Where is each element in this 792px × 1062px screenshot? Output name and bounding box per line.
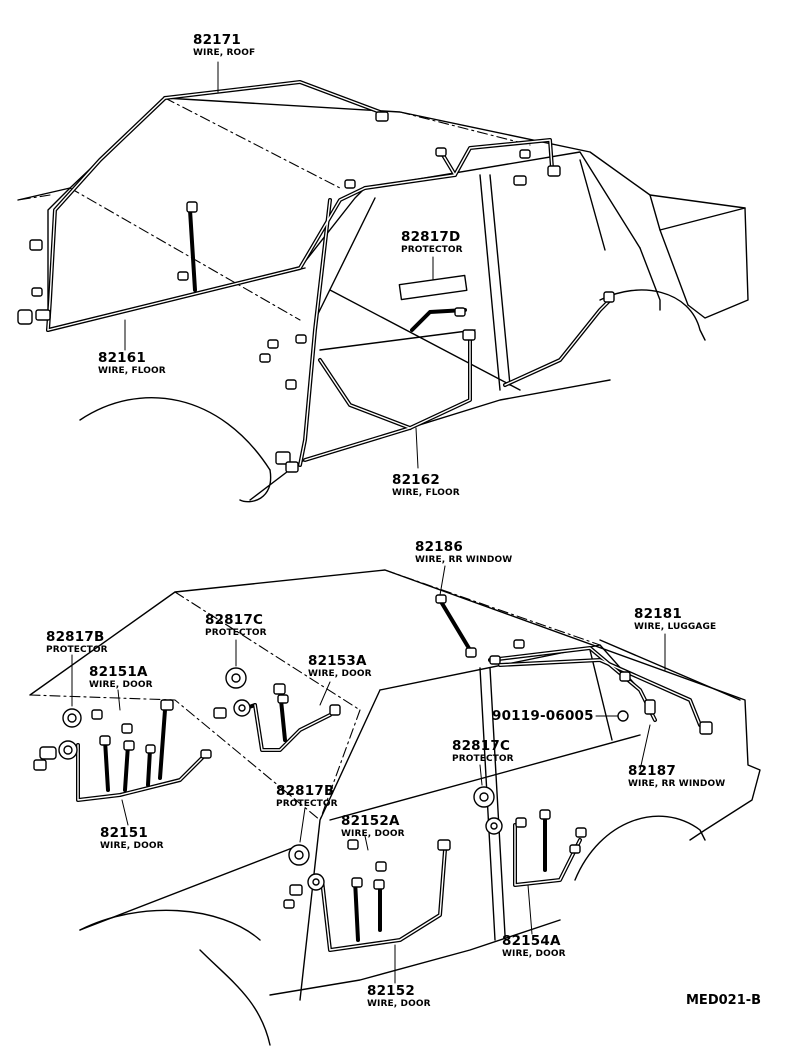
part-description: WIRE, FLOOR xyxy=(98,365,166,376)
part-number: 90119-06005 xyxy=(492,708,594,724)
callout-wire-luggage: 82181 WIRE, LUGGAGE xyxy=(634,606,717,632)
upper-leader-lines xyxy=(124,61,434,469)
part-number: 82187 xyxy=(628,763,676,779)
part-number: 82152 xyxy=(367,983,415,999)
part-description: WIRE, RR WINDOW xyxy=(415,554,513,565)
callout-protector-82817b-rear: 82817B PROTECTOR xyxy=(276,783,338,809)
upper-harness-cores xyxy=(47,81,611,466)
grommets xyxy=(58,667,629,891)
part-number: 82162 xyxy=(392,472,440,488)
part-description: WIRE, ROOF xyxy=(193,47,256,58)
part-description: PROTECTOR xyxy=(205,627,267,638)
part-number: 82817B xyxy=(276,783,335,799)
part-description: WIRE, FLOOR xyxy=(392,487,460,498)
callout-protector-82817c-rear: 82817C PROTECTOR xyxy=(452,738,514,764)
callout-wire-door-82153a: 82153A WIRE, DOOR xyxy=(308,653,372,679)
part-description: WIRE, DOOR xyxy=(502,948,566,959)
part-number: 82154A xyxy=(502,933,561,949)
part-description: WIRE, RR WINDOW xyxy=(628,778,726,789)
part-number: 82151A xyxy=(89,664,148,680)
callout-protector-82817b-front: 82817B PROTECTOR xyxy=(46,629,108,655)
part-description: PROTECTOR xyxy=(46,644,108,655)
callout-wire-door-82152: 82152 WIRE, DOOR xyxy=(367,983,431,1009)
callout-wire-floor-rear: 82162 WIRE, FLOOR xyxy=(392,472,460,498)
part-number: 82817D xyxy=(401,229,461,245)
callout-wire-door-82154a: 82154A WIRE, DOOR xyxy=(502,933,566,959)
upper-harnesses xyxy=(46,80,612,467)
part-number: 82181 xyxy=(634,606,682,622)
upper-phantom-lines xyxy=(17,97,531,321)
callout-wire-door-82152a: 82152A WIRE, DOOR xyxy=(341,813,405,839)
part-description: WIRE, LUGGAGE xyxy=(634,621,717,632)
callout-wire-roof: 82171 WIRE, ROOF xyxy=(193,32,256,58)
part-number: 82153A xyxy=(308,653,367,669)
part-number: 82817B xyxy=(46,629,105,645)
part-number: 82817C xyxy=(452,738,511,754)
part-number: 82151 xyxy=(100,825,148,841)
lower-leader-lines xyxy=(71,565,666,984)
part-number: 82186 xyxy=(415,539,463,555)
part-description: WIRE, DOOR xyxy=(341,828,405,839)
callout-protector-82817d: 82817D PROTECTOR xyxy=(401,229,463,255)
protector-pad-82817d xyxy=(398,274,468,301)
part-number: 82817C xyxy=(205,612,264,628)
callout-wire-door-82151: 82151 WIRE, DOOR xyxy=(100,825,164,851)
callout-wire-rr-window-82186: 82186 WIRE, RR WINDOW xyxy=(415,539,513,565)
part-description: WIRE, DOOR xyxy=(367,998,431,1009)
part-description: PROTECTOR xyxy=(401,244,463,255)
part-number: 82152A xyxy=(341,813,400,829)
part-description: WIRE, DOOR xyxy=(100,840,164,851)
part-description: PROTECTOR xyxy=(276,798,338,809)
part-number: 82171 xyxy=(193,32,241,48)
callout-wire-rr-window-82187: 82187 WIRE, RR WINDOW xyxy=(628,763,726,789)
part-description: WIRE, DOOR xyxy=(308,668,372,679)
lower-phantom-lines xyxy=(29,569,601,821)
part-description: WIRE, DOOR xyxy=(89,679,153,690)
callout-wire-door-82151a: 82151A WIRE, DOOR xyxy=(89,664,153,690)
callout-protector-82817c-front: 82817C PROTECTOR xyxy=(205,612,267,638)
upper-car-body xyxy=(17,97,749,503)
diagram-reference-code: MED021-B xyxy=(686,993,762,1008)
upper-connectors xyxy=(17,111,615,473)
part-number: 82161 xyxy=(98,350,146,366)
part-description: PROTECTOR xyxy=(452,753,514,764)
lower-harness-cores xyxy=(77,647,701,951)
callout-clip-90119: 90119-06005 xyxy=(492,708,594,724)
callout-wire-floor-front: 82161 WIRE, FLOOR xyxy=(98,350,166,376)
lower-connectors xyxy=(33,594,713,909)
